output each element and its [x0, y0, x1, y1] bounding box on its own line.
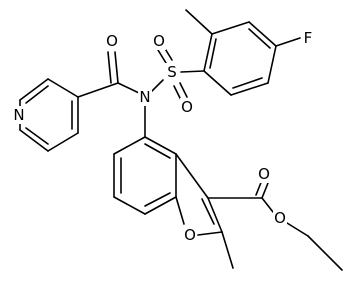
bond: [157, 49, 167, 64]
bond: [221, 231, 234, 269]
bond: [232, 77, 263, 89]
atom-label-f: F: [304, 29, 313, 47]
sulfonyl-oxygen-upper: O: [152, 32, 166, 50]
bond: [173, 85, 182, 101]
bond: [107, 51, 112, 84]
sulfonyl-oxygen-lower: O: [180, 98, 194, 116]
atom-label-s: S: [167, 63, 177, 81]
fluorine-atom: F: [301, 29, 315, 47]
bond: [114, 51, 119, 84]
bond: [19, 78, 49, 101]
bond: [185, 9, 213, 35]
bond: [261, 197, 274, 213]
bond: [77, 82, 119, 98]
ester-carbonyl-oxygen-atom: O: [257, 165, 271, 183]
pyridine-nitrogen-atom: N: [11, 106, 27, 124]
bond: [211, 21, 250, 35]
bond: [179, 82, 188, 98]
bond: [248, 28, 271, 49]
atom-label-o: O: [258, 165, 270, 183]
furan-oxygen-atom: O: [183, 226, 197, 244]
atom-label-o: O: [153, 32, 165, 50]
bond: [275, 37, 301, 47]
bond: [230, 82, 269, 96]
atom-label-o: O: [181, 98, 193, 116]
bond: [144, 136, 177, 155]
atom-labels: F S O O N O N O: [11, 29, 315, 244]
bond: [180, 70, 205, 73]
bond: [19, 129, 49, 152]
atom-label-n: N: [13, 106, 24, 124]
bond: [207, 197, 223, 233]
ester-oxygen-atom: O: [273, 209, 287, 227]
bond: [25, 85, 49, 104]
bond: [307, 235, 343, 271]
bond: [209, 38, 217, 69]
atom-label-o: O: [274, 209, 286, 227]
bond: [175, 196, 185, 225]
carbonyl-oxygen-atom: O: [105, 32, 119, 50]
atom-label-o: O: [106, 32, 118, 50]
bond: [286, 222, 309, 237]
bond: [203, 70, 232, 96]
bond: [201, 198, 215, 225]
bond: [151, 79, 164, 92]
bond: [144, 196, 177, 215]
bonds: [19, 9, 343, 271]
bond: [144, 192, 171, 207]
bond: [197, 231, 223, 236]
bond: [113, 136, 146, 155]
atom-label-o: O: [184, 226, 196, 244]
atom-label-n: N: [139, 88, 150, 106]
bond: [267, 45, 277, 84]
bond: [113, 196, 146, 215]
bond: [248, 21, 277, 47]
bond: [144, 143, 171, 159]
sulfur-atom: S: [165, 63, 179, 81]
bond: [175, 153, 209, 199]
bond: [47, 78, 79, 98]
bond: [25, 127, 49, 145]
bond: [261, 182, 269, 199]
bond: [117, 82, 140, 94]
bond: [47, 132, 79, 152]
bond: [203, 33, 213, 72]
amide-nitrogen-atom: N: [138, 88, 152, 106]
